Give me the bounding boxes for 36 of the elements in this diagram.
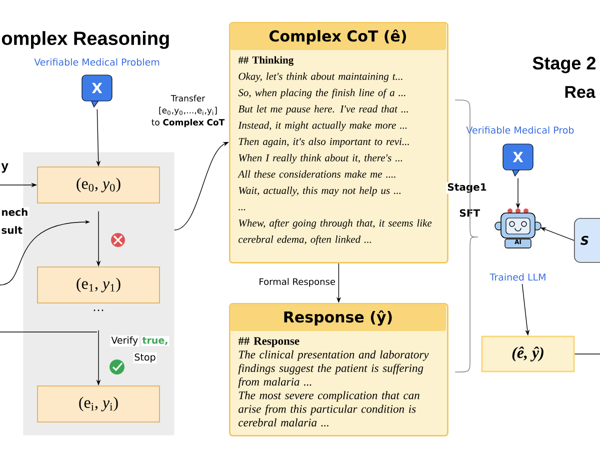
stage-label: Stage1 bbox=[446, 182, 488, 194]
body-text: Whew, after going through that, it seems like cerebral edema, often linked ... bbox=[238, 219, 432, 246]
edge-label: Formal Response bbox=[260, 278, 336, 287]
ellipsis: ··· bbox=[94, 310, 104, 312]
caption-text: Verifiable Medical Problem bbox=[34, 58, 160, 66]
body-text: The most severe complication that can arise from this particular condition is cerebral malaria ... bbox=[238, 391, 420, 426]
body-text: Wait, actually, this may not help us ... bbox=[238, 186, 400, 196]
body-text: When I really think about it, there's ... bbox=[238, 154, 402, 164]
title: omplex Reasoning bbox=[0, 30, 172, 50]
state-box: (e$_{1}$, y$_{1}$) bbox=[37, 266, 160, 304]
body-text: Instead, it might actually make more ... bbox=[238, 121, 407, 131]
edge-label: Transfer [e$_{0}$,y$_{0}$,...,e$_{i}$,y$_{i}$] to Complex CoT bbox=[152, 94, 225, 128]
stage-label: SFT bbox=[458, 208, 482, 218]
side-text: nech bbox=[0, 207, 30, 217]
result-box: (ê, ŷ) bbox=[481, 336, 575, 372]
body-text: Then again, it's also important to revi... bbox=[238, 138, 409, 148]
section-heading: ## Response bbox=[238, 337, 300, 348]
state-box: (e$_{0}$, y$_{0}$) bbox=[37, 166, 160, 204]
side-text: y bbox=[0, 162, 10, 174]
note-text: Verify bbox=[110, 335, 140, 347]
model-box: S bbox=[574, 218, 600, 263]
body-text: But let me pause here. I've read that ... bbox=[238, 105, 408, 115]
body-text: Okay, let's think about maintaining t... bbox=[238, 72, 402, 82]
section-heading: ## Thinking bbox=[238, 56, 294, 66]
side-text: sult bbox=[0, 225, 24, 235]
note-text: true, bbox=[141, 336, 170, 346]
body-text: So, when placing the finish line of a ... bbox=[238, 88, 406, 98]
state-box: (e$_{i}$, y$_{i}$) bbox=[37, 386, 160, 422]
caption-text: Verifiable Medical Prob bbox=[466, 126, 574, 134]
body-text: All these considerations make me .... bbox=[238, 170, 396, 178]
body-text: The clinical presentation and laboratory findings suggest the patient is suffering from malaria ... bbox=[238, 350, 429, 388]
body-text: ... bbox=[238, 209, 246, 210]
note-text: Stop bbox=[133, 352, 157, 364]
caption-text: Trained LLM bbox=[490, 273, 546, 281]
stage-title: Stage 2 bbox=[531, 56, 598, 74]
stage-title: Rea bbox=[563, 85, 596, 99]
